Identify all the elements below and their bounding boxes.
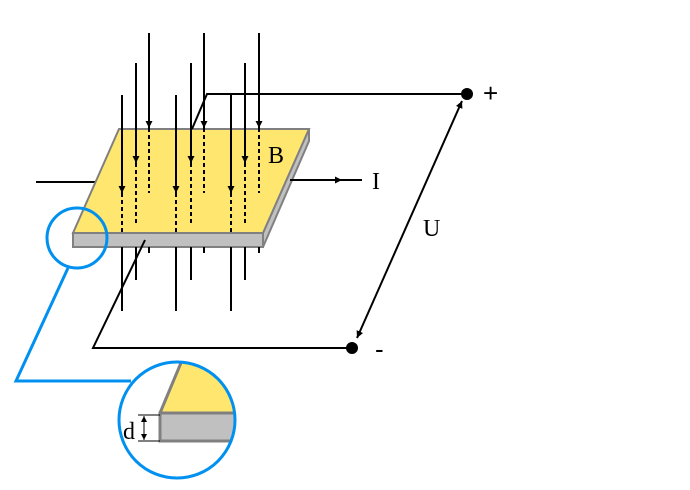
magnifier-leader bbox=[13, 267, 131, 383]
voltage-arrow bbox=[356, 100, 463, 339]
minus-terminal bbox=[346, 342, 358, 354]
minus-label: - bbox=[375, 334, 384, 364]
hall-wire-top bbox=[191, 93, 467, 130]
plus-label: + bbox=[483, 78, 498, 108]
voltage-label: U bbox=[423, 216, 440, 242]
field-label: B bbox=[268, 143, 284, 169]
plus-terminal bbox=[461, 88, 473, 100]
magnified-plate-edge bbox=[158, 363, 234, 443]
thickness-dimension bbox=[138, 414, 160, 442]
current-label: I bbox=[372, 169, 380, 195]
hall-wire-bottom bbox=[91, 239, 352, 349]
magnifier: d bbox=[13, 206, 237, 480]
magnifier-large-circle bbox=[117, 360, 237, 480]
magnifier-small-circle bbox=[45, 206, 109, 270]
thickness-label: d bbox=[123, 419, 135, 445]
field-lines-top bbox=[145, 33, 263, 128]
field-lines bbox=[118, 63, 260, 311]
